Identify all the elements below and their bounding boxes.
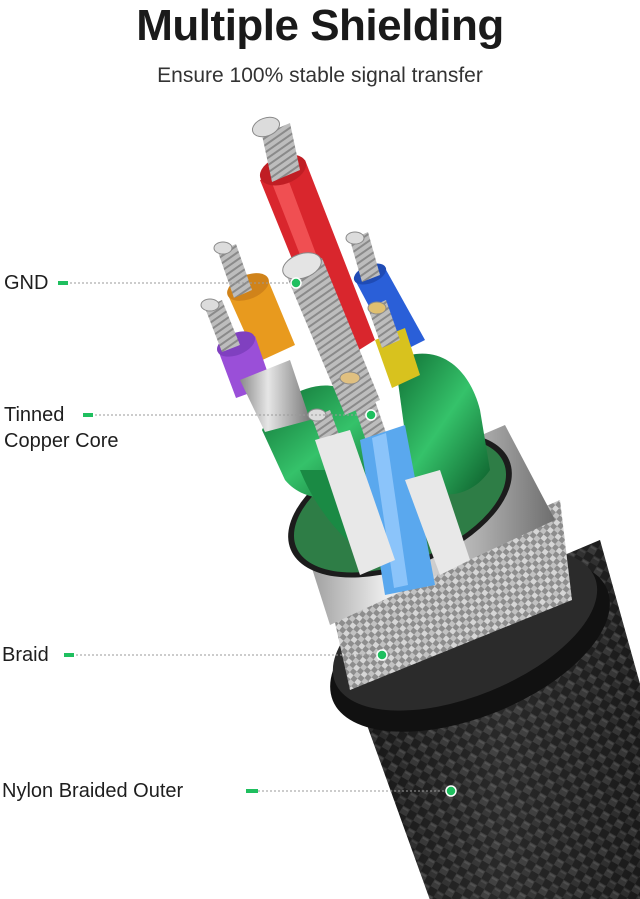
braid-marker-dot xyxy=(376,649,388,661)
yellow-wire xyxy=(367,300,420,388)
page-subtitle: Ensure 100% stable signal transfer xyxy=(157,64,483,87)
page-title: Multiple Shielding xyxy=(136,1,504,50)
white-wire xyxy=(315,430,470,575)
silver-braid-layer xyxy=(330,500,572,690)
outer-marker-dash xyxy=(246,789,258,793)
purple-wire xyxy=(200,298,310,432)
braid-marker-dash xyxy=(64,653,74,657)
callout-label-braid: Braid xyxy=(2,644,49,666)
callout-label-nylon-braided-outer: Nylon Braided Outer xyxy=(2,780,184,802)
outer-marker-dot xyxy=(445,785,457,797)
callout-label-tinned-copper-core: Tinned Copper Core xyxy=(4,404,119,452)
gnd-marker-dash xyxy=(58,281,68,285)
orange-wire xyxy=(213,241,295,362)
tinned-marker-dot xyxy=(365,409,377,421)
callout-label-gnd: GND xyxy=(4,272,49,294)
gnd-marker-dot xyxy=(290,277,302,289)
tinned-marker-dash xyxy=(83,413,93,417)
callout-markers xyxy=(58,277,457,797)
callout-lines xyxy=(70,282,450,792)
